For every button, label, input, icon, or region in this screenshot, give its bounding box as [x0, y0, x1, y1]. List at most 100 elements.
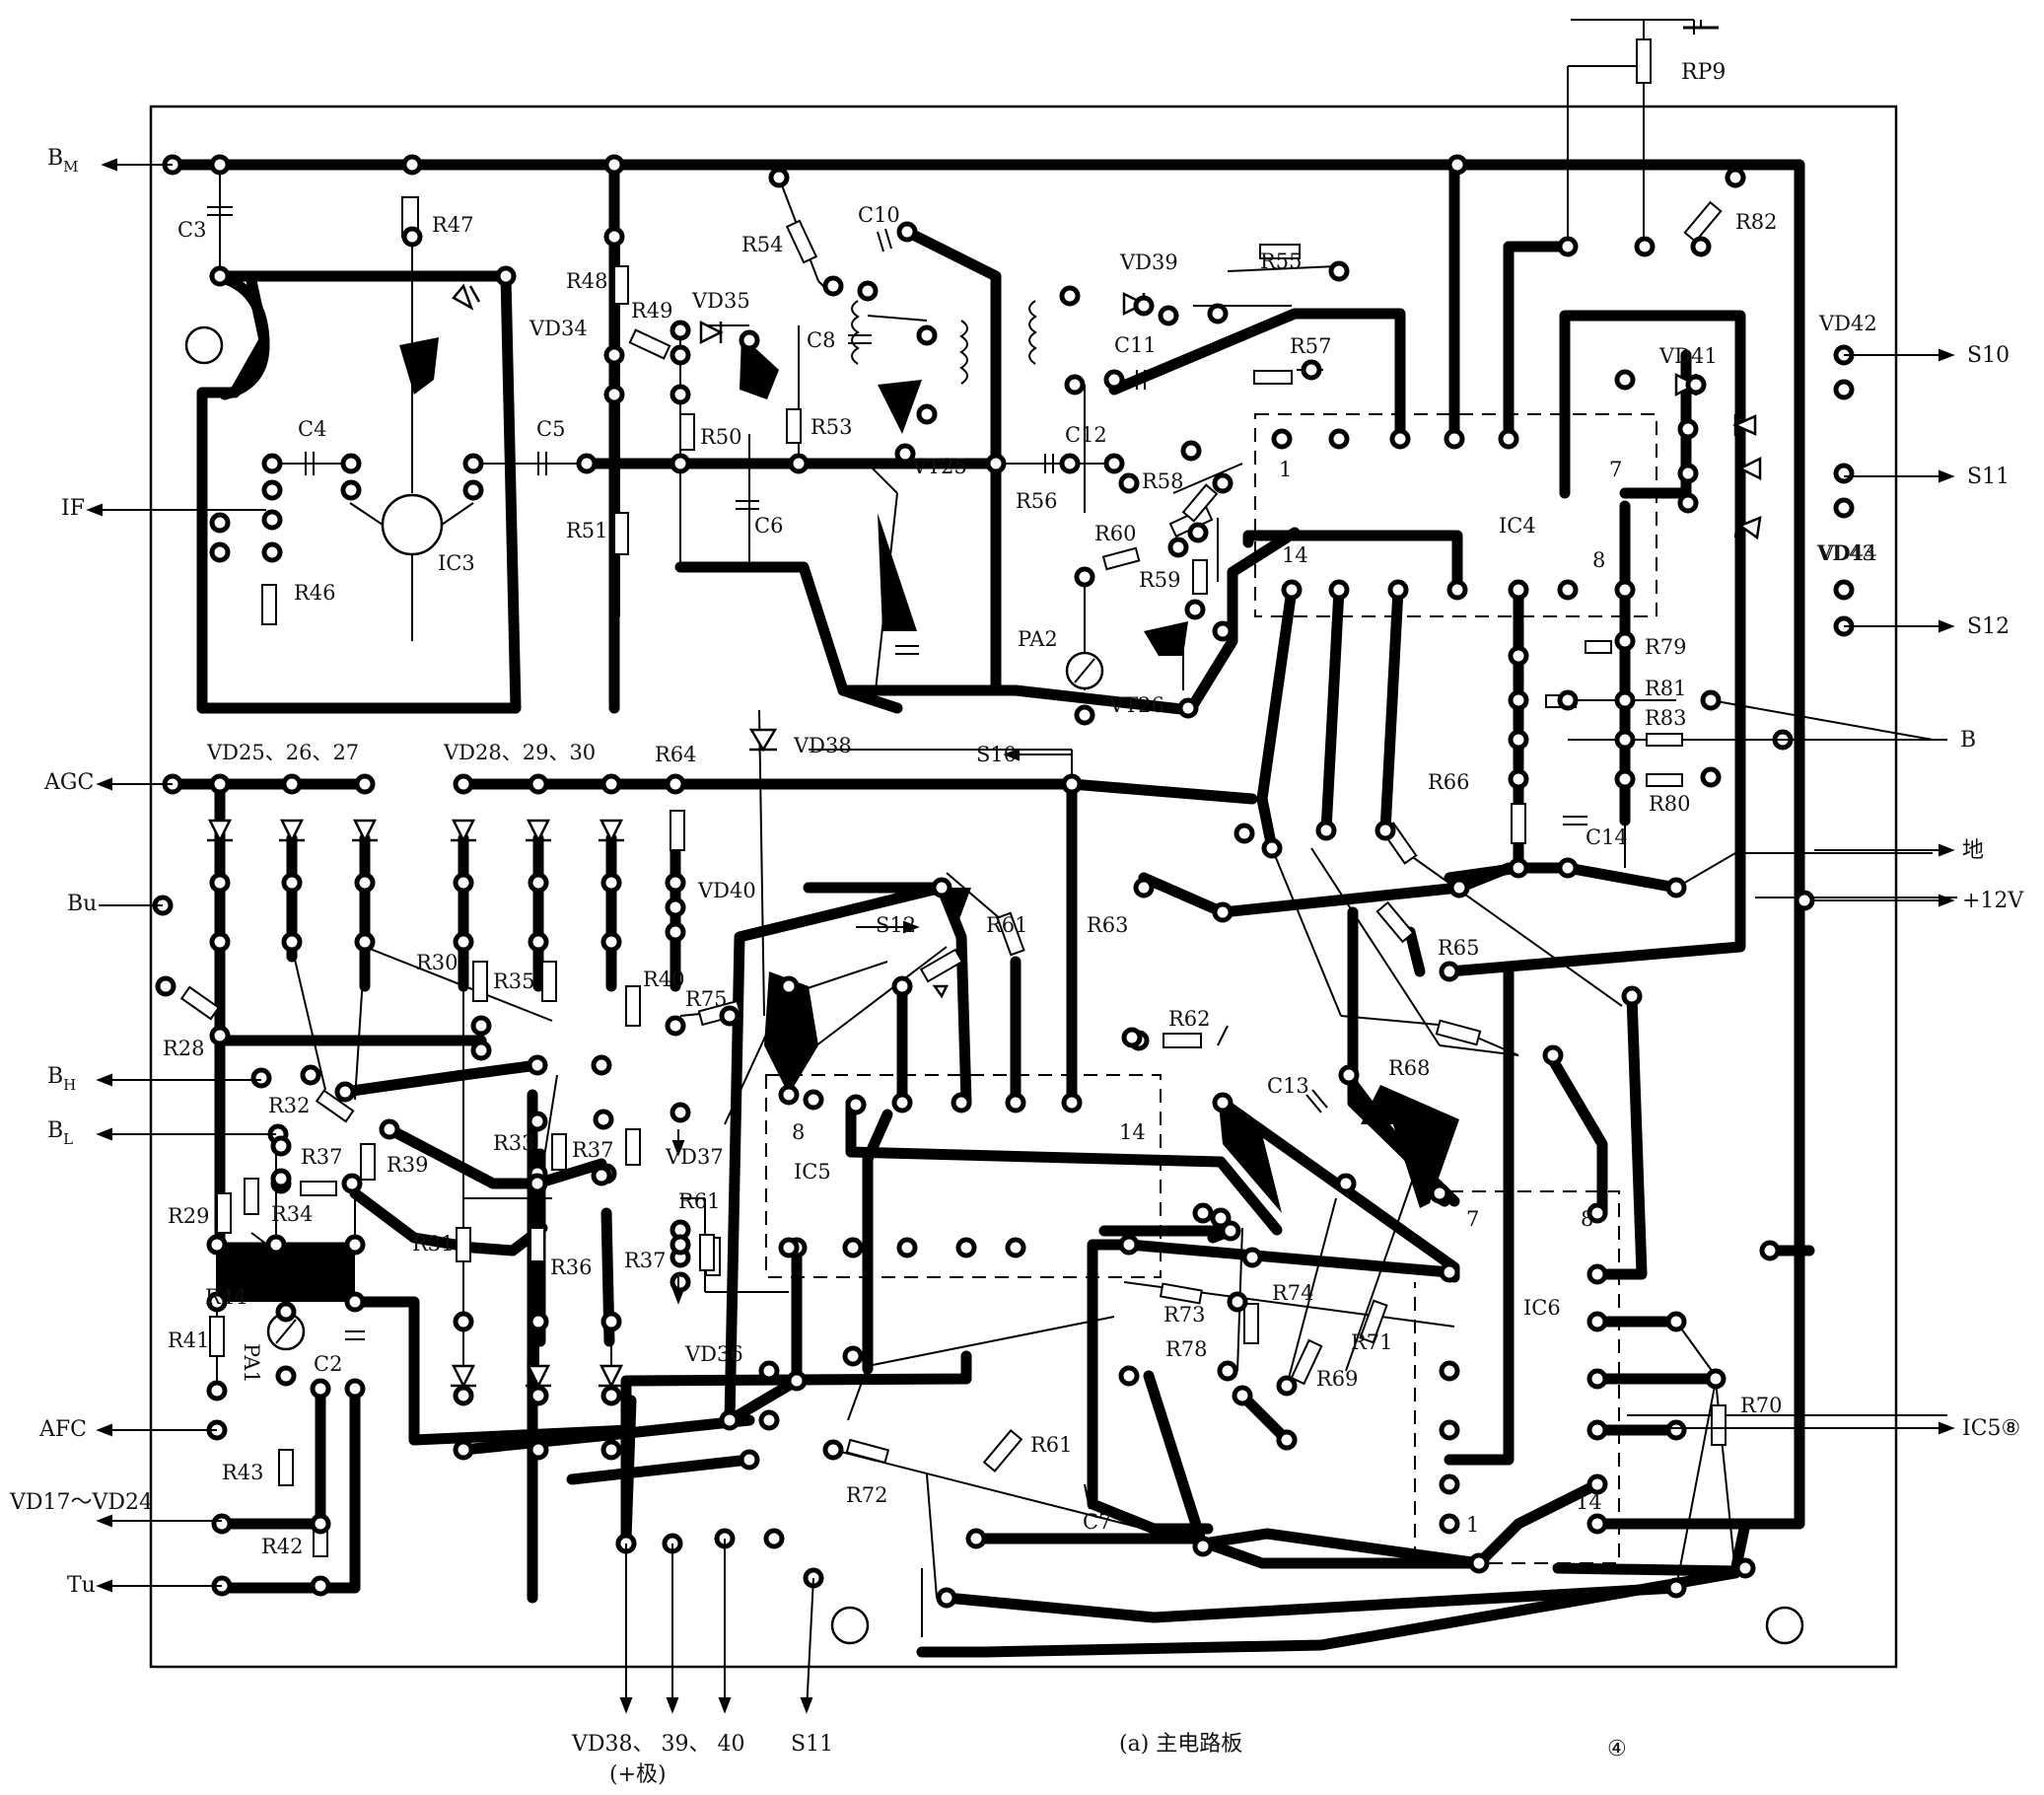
component-label: R79 [1645, 635, 1687, 659]
component-label: VD43 [1816, 541, 1875, 565]
pad [453, 872, 474, 894]
pad [1005, 1237, 1026, 1258]
terminal-label-bm: BM [47, 146, 79, 176]
component-label: R63 [1087, 913, 1129, 937]
pad [354, 931, 376, 953]
thin-wires [216, 19, 1957, 1637]
bottom-label-polarity: (+极) [609, 1762, 667, 1787]
ic-pin-number: 14 [1119, 1120, 1146, 1144]
pad [591, 1054, 612, 1076]
pad [842, 1345, 864, 1367]
component-label: C12 [1065, 423, 1107, 447]
pad [209, 872, 231, 894]
component-label: C7 [1083, 1510, 1111, 1534]
pad [527, 1054, 548, 1076]
component-label: VT25 [911, 455, 967, 478]
component-label: VD42 [1818, 312, 1877, 335]
pad [788, 453, 810, 474]
terminal-label-ground: 地 [1962, 838, 1984, 863]
component-label: VD37 [665, 1145, 724, 1169]
pad [453, 773, 474, 795]
pad [1634, 236, 1656, 257]
component-label: VD40 [697, 879, 756, 902]
pad [1508, 645, 1529, 667]
pad [822, 275, 844, 297]
component-label: R28 [163, 1037, 205, 1060]
pad [209, 154, 231, 176]
pad [261, 453, 283, 474]
pad [803, 1089, 824, 1111]
diode-symbols [207, 283, 1762, 1389]
pad [453, 1385, 474, 1406]
pad [1184, 599, 1206, 620]
pad [1074, 704, 1095, 726]
figure-number: ④ [1607, 1737, 1627, 1761]
component-label: VD38 [793, 734, 852, 757]
pad [470, 1040, 492, 1061]
terminal-label-tu: Tu [67, 1573, 96, 1598]
pad [1328, 579, 1350, 601]
pad [1446, 579, 1468, 601]
pad [1557, 689, 1579, 711]
pad [1508, 768, 1529, 790]
pad [1118, 1234, 1140, 1256]
component-label: R59 [1139, 568, 1181, 592]
pad [1665, 877, 1687, 898]
pad [1705, 1368, 1727, 1390]
pad [209, 541, 231, 563]
inline-label: R37 [572, 1138, 614, 1162]
pad [1103, 369, 1125, 391]
pad [1074, 566, 1095, 588]
pad [401, 226, 423, 248]
component-label: C6 [754, 514, 783, 538]
pad [1586, 1368, 1608, 1390]
pad [1665, 1577, 1687, 1599]
pad [1271, 428, 1293, 450]
pad [1833, 497, 1855, 519]
pad [1621, 985, 1643, 1007]
pad [1508, 729, 1529, 751]
pad [1220, 1220, 1241, 1242]
pad [1508, 689, 1529, 711]
pad [310, 1378, 331, 1400]
ic-pin-number: 14 [1576, 1490, 1602, 1514]
component-label: C10 [858, 203, 900, 227]
component-label: VT26 [1108, 693, 1164, 717]
bottom-label-vd-group: VD38、 39、 40 [571, 1732, 745, 1757]
copper-traces [167, 159, 1815, 1658]
terminal-label-rp9: RP9 [1681, 60, 1726, 85]
component-label: VD36 [684, 1342, 743, 1366]
pad [1508, 857, 1529, 879]
ic-pin-number: 7 [1609, 458, 1622, 481]
component-label: VD28、29、30 [443, 741, 596, 764]
pad [310, 1575, 331, 1597]
inline-label: R61 [986, 913, 1028, 937]
pad [891, 1092, 913, 1113]
component-label: R65 [1438, 936, 1480, 960]
component-label: R70 [1740, 1394, 1783, 1417]
pad [340, 479, 362, 501]
pad [739, 329, 760, 351]
pad [281, 931, 303, 953]
pad [527, 1173, 548, 1194]
pad [528, 931, 549, 953]
pad [1446, 154, 1468, 176]
pad [1212, 472, 1233, 494]
pad [1328, 428, 1350, 450]
pad [1301, 359, 1322, 381]
pad [344, 1378, 366, 1400]
pad [1281, 579, 1303, 601]
inline-label: S10 [976, 743, 1017, 766]
component-label: IC5 [794, 1160, 831, 1184]
pad [209, 931, 231, 953]
ic6-outline [1414, 1190, 1620, 1564]
labels: BM IF AGC Bu BH BL AFC VD17～VD24 Tu S10 … [9, 60, 2024, 1787]
component-label: R30 [416, 951, 458, 974]
component-blobs [217, 335, 1459, 1302]
pad [1833, 579, 1855, 601]
pad [1212, 1092, 1233, 1113]
pad [670, 320, 691, 341]
pad [206, 1234, 228, 1256]
inline-label: R61 [678, 1189, 721, 1213]
component-label: IC6 [1523, 1296, 1561, 1320]
